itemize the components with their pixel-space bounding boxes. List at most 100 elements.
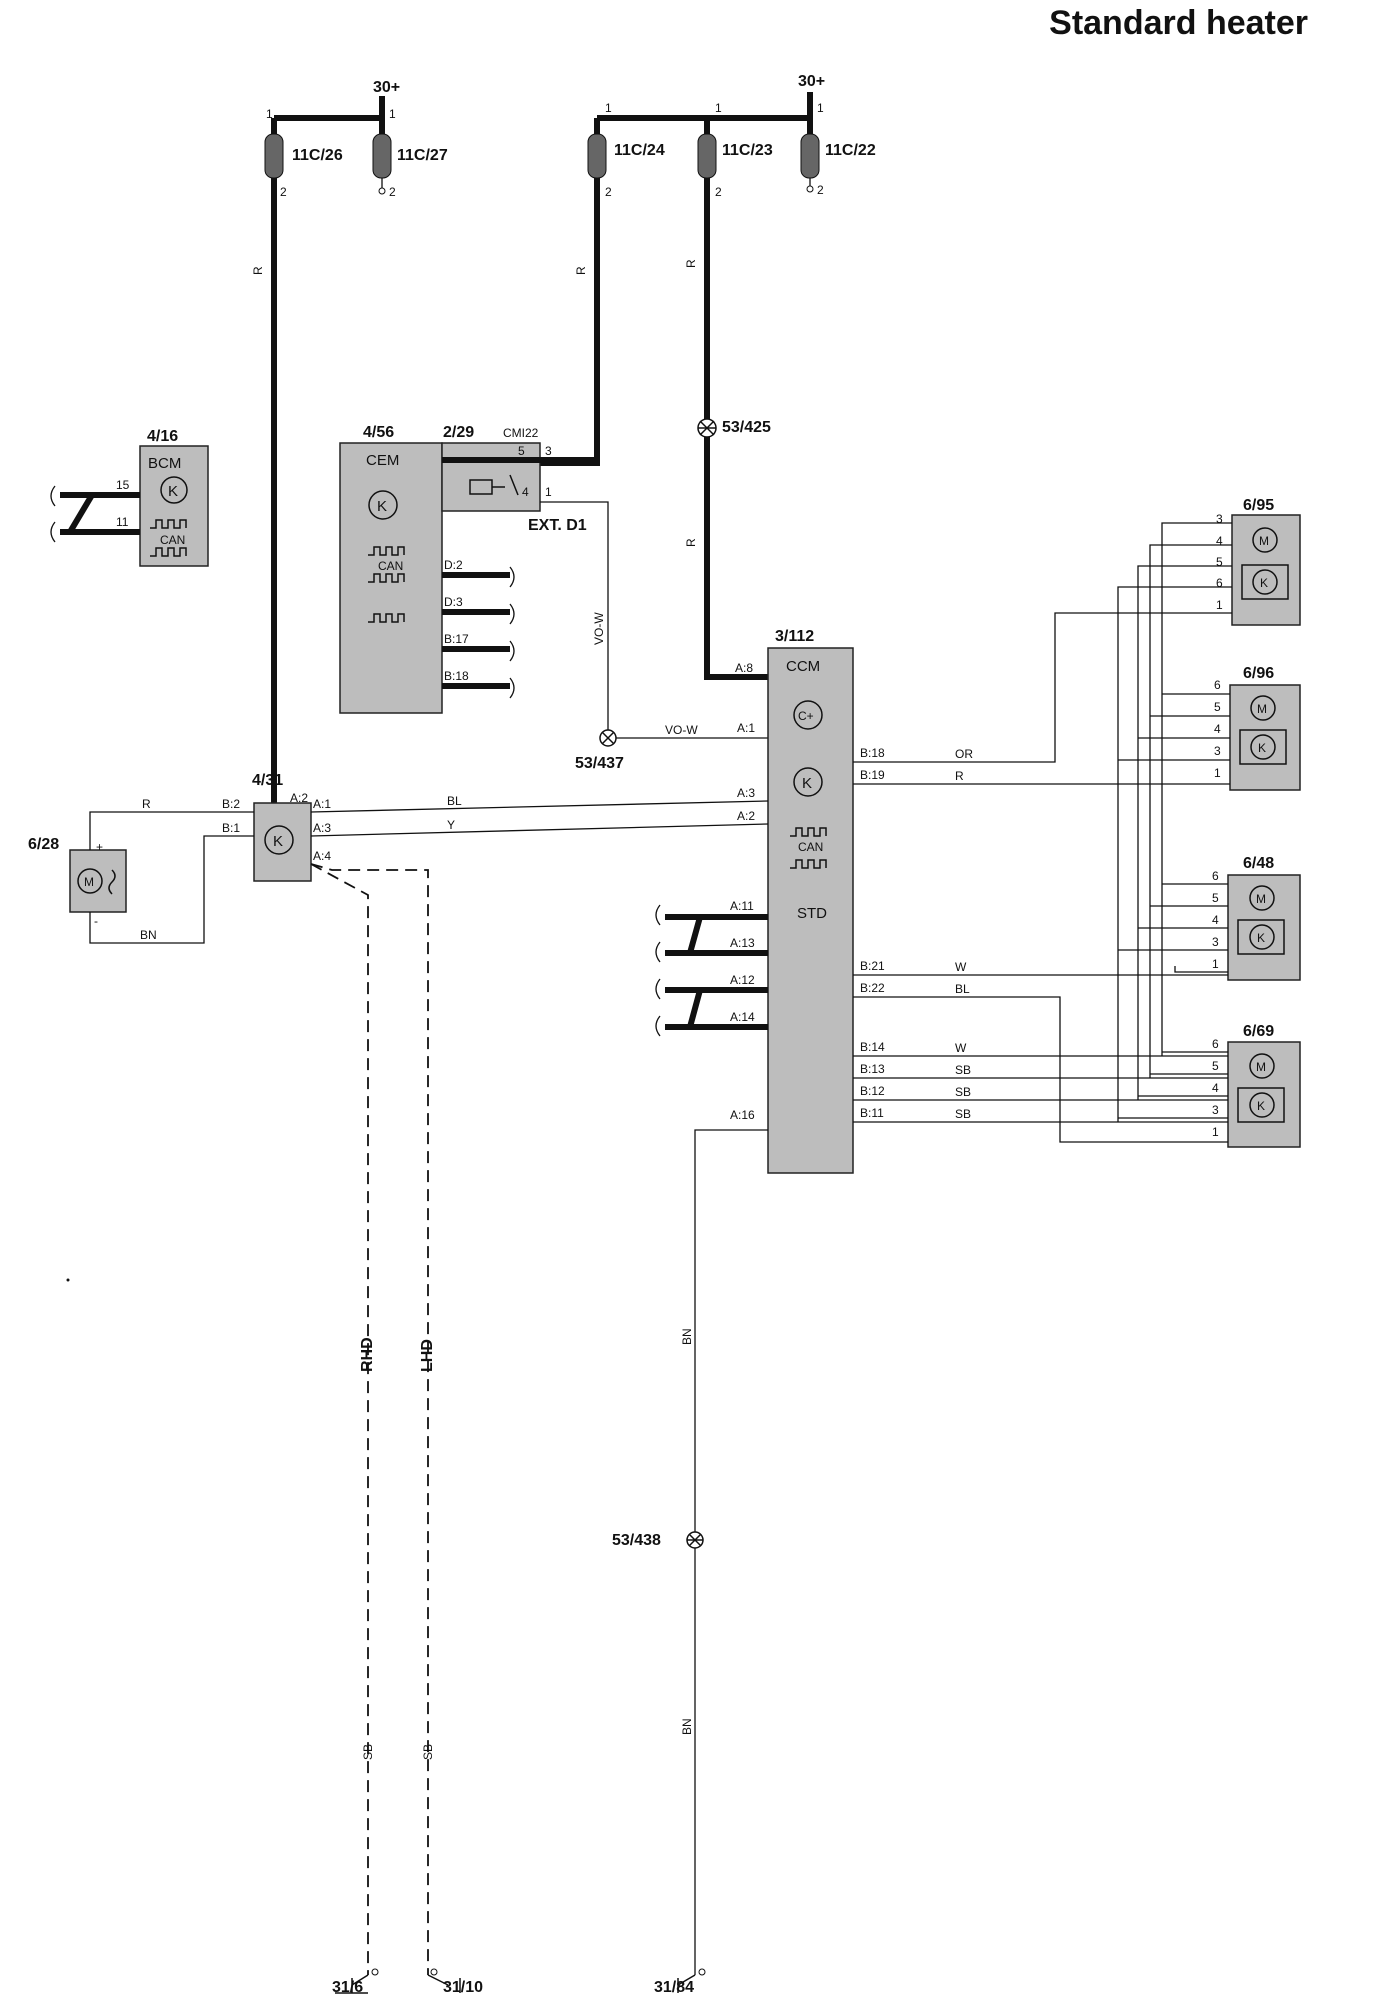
splice-53-438: 53/438	[612, 1531, 704, 1549]
ground-31-10: 31/10	[427, 1968, 483, 1996]
svg-text:11: 11	[116, 515, 129, 529]
actuator-bus-wiring	[1117, 522, 1232, 1122]
svg-text:4: 4	[1214, 722, 1221, 736]
fuse-11c27: 1 2 11C/27	[372, 107, 448, 199]
svg-text:6: 6	[1216, 576, 1223, 590]
svg-text:+: +	[96, 840, 103, 854]
svg-text:SB: SB	[955, 1107, 971, 1121]
svg-text:53/437: 53/437	[575, 755, 624, 772]
svg-text:BN: BN	[680, 1328, 694, 1345]
svg-text:2: 2	[280, 185, 287, 199]
wire-bn-ccm-a16	[694, 1129, 768, 1533]
svg-text:A:13: A:13	[730, 936, 755, 950]
cem-can-wires	[442, 566, 515, 699]
fuse-label: 11C/24	[614, 142, 665, 159]
svg-text:6: 6	[1212, 869, 1219, 883]
svg-text:Y: Y	[447, 818, 455, 832]
svg-text:2: 2	[817, 183, 824, 197]
svg-text:A:4: A:4	[313, 849, 331, 863]
svg-text:15: 15	[116, 478, 130, 492]
svg-text:5: 5	[1212, 891, 1219, 905]
svg-text:BN: BN	[140, 928, 157, 942]
actuator-6-95: 6/95 M K 3 4 5 6 1	[1216, 497, 1301, 626]
svg-text:K: K	[1260, 576, 1268, 590]
fuse-label: 11C/27	[397, 147, 448, 164]
svg-text:OR: OR	[955, 747, 973, 761]
svg-text:A:11: A:11	[730, 899, 754, 913]
svg-text:4/16: 4/16	[147, 428, 178, 445]
svg-text:4/56: 4/56	[363, 424, 394, 441]
ccm-module: 3/112 CCM C+ K CAN STD A:8 A:1 A:3 A:2 A…	[730, 628, 885, 1174]
svg-text:SB: SB	[955, 1085, 971, 1099]
svg-text:B:11: B:11	[860, 1106, 884, 1120]
svg-text:BCM: BCM	[148, 455, 181, 472]
svg-text:31/10: 31/10	[443, 1979, 483, 1996]
svg-text:RHD: RHD	[359, 1337, 376, 1372]
svg-text:1: 1	[605, 101, 612, 115]
fuse-11c24: 1 2 11C/24	[587, 101, 665, 199]
svg-text:R: R	[574, 266, 588, 275]
svg-text:5: 5	[518, 444, 525, 458]
svg-text:A:2: A:2	[737, 809, 755, 823]
svg-text:1: 1	[1212, 957, 1219, 971]
svg-text:A:16: A:16	[730, 1108, 755, 1122]
wire-bn-4-31-b1	[89, 835, 254, 944]
actuator-6-48: 6/48 M K 6 5 4 3 1	[1212, 855, 1301, 981]
svg-text:D:3: D:3	[444, 595, 463, 609]
svg-text:W: W	[955, 1041, 967, 1055]
svg-text:K: K	[273, 833, 283, 850]
fuse-11c26: 1 2 11C/26	[264, 107, 343, 199]
svg-text:M: M	[1259, 534, 1269, 548]
svg-text:-: -	[94, 914, 98, 928]
svg-text:CAN: CAN	[798, 840, 823, 854]
svg-text:D:2: D:2	[444, 558, 463, 572]
svg-text:R: R	[684, 259, 698, 268]
svg-text:R: R	[955, 769, 964, 783]
svg-text:1: 1	[545, 485, 552, 499]
svg-text:5: 5	[1216, 555, 1223, 569]
ccm-can-wires	[655, 904, 768, 1037]
svg-text:53/425: 53/425	[722, 419, 771, 436]
svg-text:A:1: A:1	[737, 721, 755, 735]
wire-bl-b22	[853, 996, 1228, 1143]
actuator-6-69: 6/69 M K 6 5 4 3 1	[1212, 1023, 1301, 1148]
svg-text:5: 5	[1212, 1059, 1219, 1073]
svg-text:CAN: CAN	[160, 533, 185, 547]
svg-text:K: K	[1258, 741, 1266, 755]
svg-text:R: R	[251, 266, 265, 275]
splice-53-437: 53/437	[575, 729, 624, 772]
svg-text:A:8: A:8	[735, 661, 753, 675]
svg-text:4: 4	[1212, 1081, 1219, 1095]
svg-text:5: 5	[1214, 700, 1221, 714]
supply-label-right: 30+	[798, 73, 825, 90]
wire-sb-lhd	[310, 863, 429, 1975]
svg-text:K: K	[377, 498, 387, 515]
svg-text:53/438: 53/438	[612, 1532, 661, 1549]
fuse-label: 11C/22	[825, 142, 876, 159]
wire-sb-rhd	[310, 863, 369, 1975]
svg-text:3: 3	[1212, 1103, 1219, 1117]
svg-text:BN: BN	[680, 1718, 694, 1735]
svg-text:A:3: A:3	[737, 786, 755, 800]
svg-text:B:12: B:12	[860, 1084, 885, 1098]
svg-text:B:18: B:18	[444, 669, 469, 683]
svg-text:R: R	[142, 797, 151, 811]
svg-text:M: M	[1257, 702, 1267, 716]
svg-text:CEM: CEM	[366, 452, 399, 469]
svg-text:M: M	[1256, 892, 1266, 906]
svg-text:6: 6	[1212, 1037, 1219, 1051]
svg-text:4: 4	[522, 485, 529, 499]
svg-text:CAN: CAN	[378, 559, 403, 573]
svg-text:A:12: A:12	[730, 973, 755, 987]
ground-31-84: 31/84	[654, 1968, 706, 1996]
svg-text:1: 1	[266, 107, 273, 121]
svg-text:STD: STD	[797, 905, 827, 922]
svg-text:1: 1	[715, 101, 722, 115]
splice-53-425: 53/425	[697, 418, 771, 438]
svg-text:B:1: B:1	[222, 821, 240, 835]
svg-text:2: 2	[389, 185, 396, 199]
fuse-11c22: 1 2 11C/22	[800, 101, 876, 197]
svg-text:B:19: B:19	[860, 768, 885, 782]
bcm-module: 4/16 BCM K CAN	[139, 428, 209, 567]
